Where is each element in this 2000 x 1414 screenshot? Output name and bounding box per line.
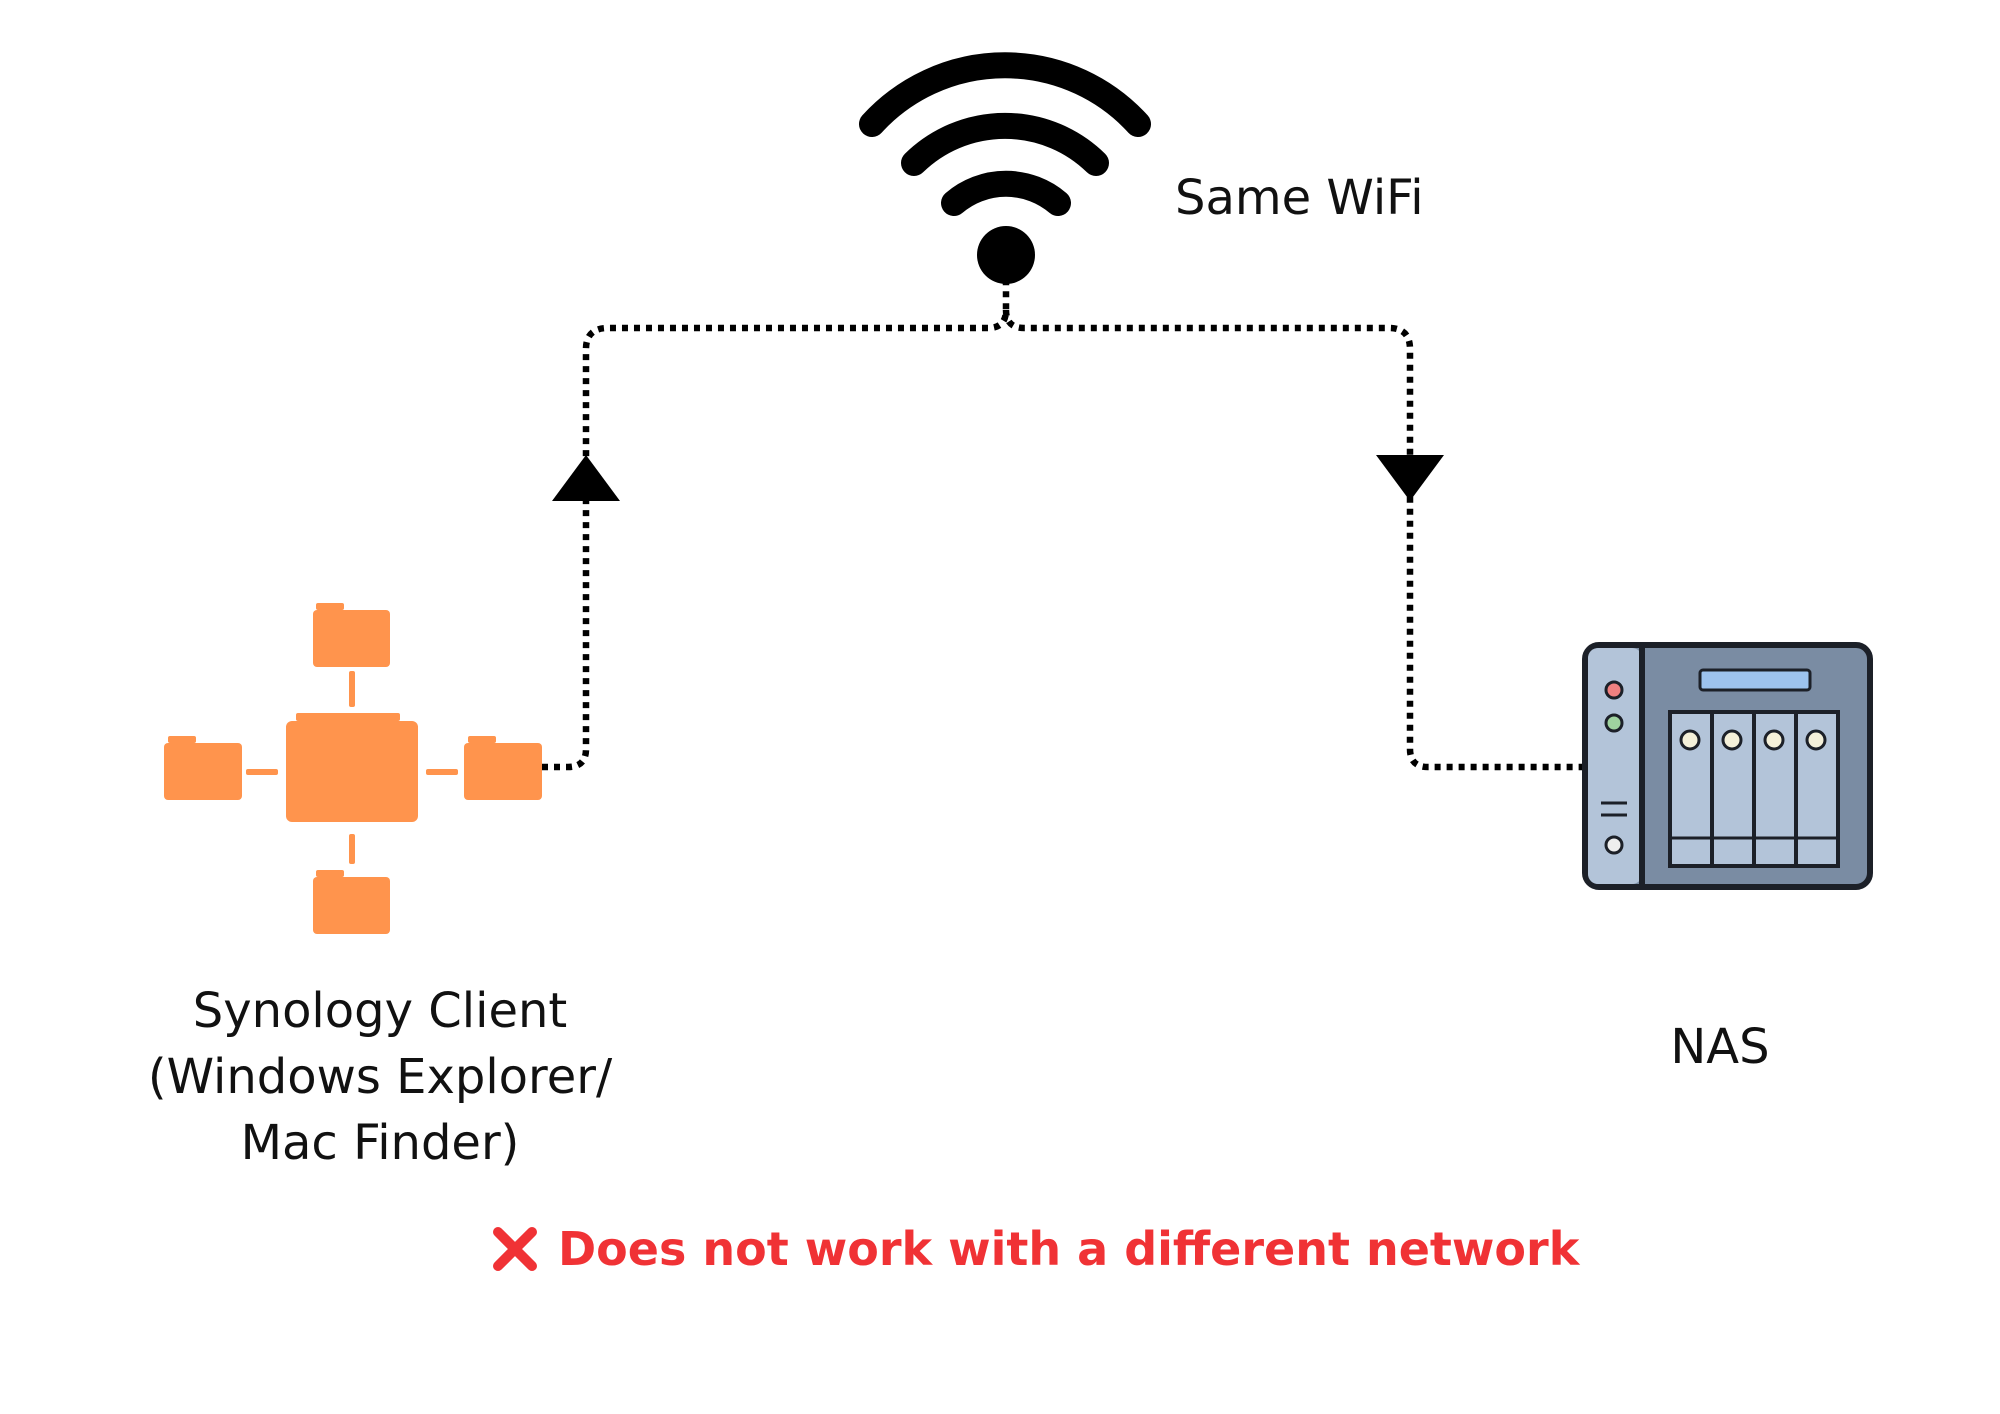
up-arrow-icon xyxy=(552,455,620,501)
folder-icon xyxy=(164,736,242,800)
drive-bay-indicator xyxy=(1763,729,1785,751)
folder-icon xyxy=(313,603,390,667)
folder-icon xyxy=(313,870,390,934)
connection-lines xyxy=(542,282,1583,771)
client-label-line: Synology Client xyxy=(192,983,568,1039)
client-label-line: (Windows Explorer/ xyxy=(147,1049,613,1105)
folder-connector-bottom xyxy=(349,834,355,864)
drive-bay-indicator xyxy=(1721,729,1743,751)
nas-side-panel xyxy=(1588,648,1642,884)
nas-label: NAS xyxy=(1670,1019,1770,1075)
folder-icon xyxy=(286,713,418,822)
nas-device-icon xyxy=(1582,642,1873,890)
wifi-icon xyxy=(859,52,1151,284)
drive-bay-indicator xyxy=(1679,729,1701,751)
shared-folders-icon xyxy=(164,603,542,934)
drive-bays xyxy=(1668,710,1840,868)
nas-display-bar xyxy=(1698,668,1812,692)
client-label: Synology Client (Windows Explorer/ Mac F… xyxy=(140,978,620,1176)
wifi-dot xyxy=(977,226,1035,284)
wifi-arc-middle xyxy=(901,112,1109,176)
folder-connector-top xyxy=(349,671,355,707)
wifi-arc-inner xyxy=(941,170,1071,216)
wifi-arc-outer xyxy=(859,52,1151,137)
folder-icon xyxy=(464,736,542,800)
wifi-to-nas-line xyxy=(1002,309,1583,771)
warning-text: Does not work with a different network xyxy=(558,1222,1580,1276)
red-cross-icon xyxy=(493,1227,537,1271)
folder-connector-left xyxy=(246,769,278,775)
warning-note: Does not work with a different network xyxy=(490,1219,1579,1279)
power-button xyxy=(1604,835,1624,855)
status-led-red xyxy=(1604,680,1624,700)
client-label-line: Mac Finder) xyxy=(240,1115,520,1171)
folder-connector-right xyxy=(426,769,458,775)
wifi-label: Same WiFi xyxy=(1175,170,1424,226)
drive-bay-indicator xyxy=(1805,729,1827,751)
down-arrow-icon xyxy=(1376,455,1444,501)
status-led-green xyxy=(1604,713,1624,733)
client-to-wifi-line xyxy=(542,282,1010,771)
